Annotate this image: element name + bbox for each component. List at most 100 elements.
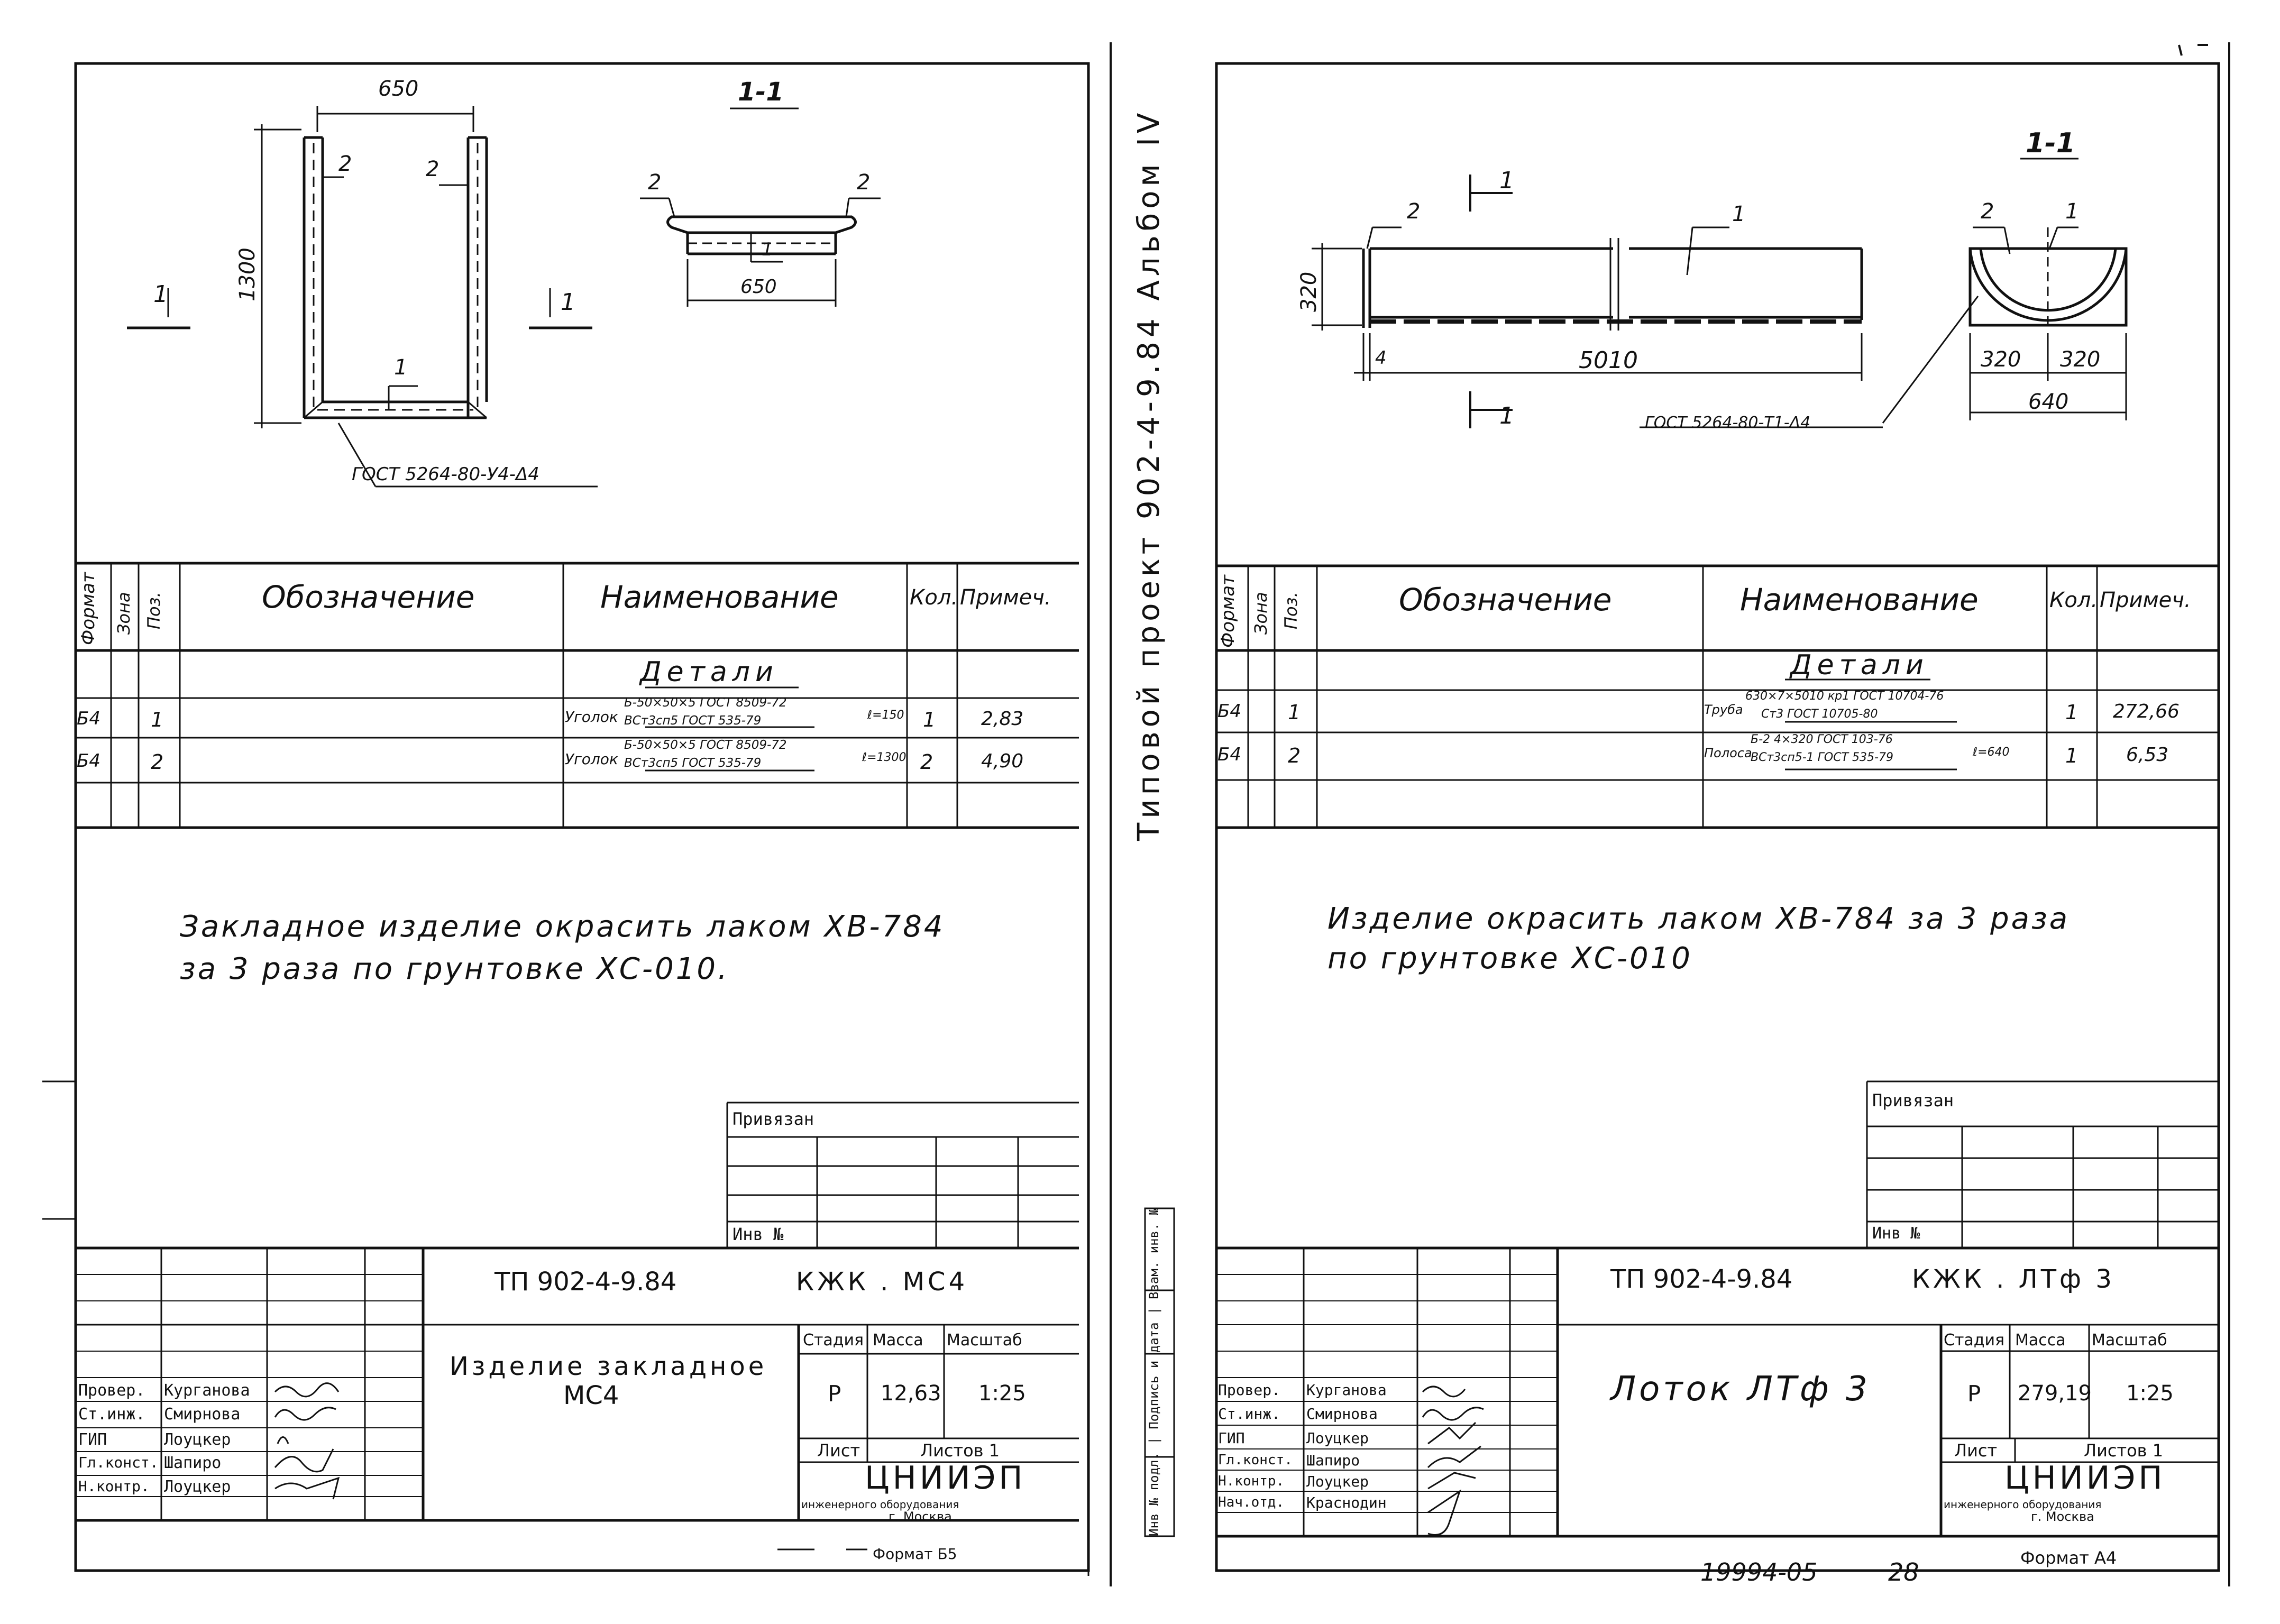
row2-name-prefix: Уголок: [565, 750, 618, 768]
row1-qty: 1: [2065, 701, 2078, 724]
row2-pos: 2: [151, 750, 164, 774]
staff-name: Курганова: [1306, 1381, 1387, 1399]
dim-r2: 320: [2060, 347, 2101, 372]
row2-qty: 1: [2065, 744, 2078, 767]
sheet-label: Лист: [1954, 1441, 1998, 1461]
row2-name-top: Б-2 4×320 ГОСТ 103-76: [1751, 733, 1893, 746]
org-sub-2: г. Москва: [889, 1509, 952, 1524]
row1-name-bottom: Ст3 ГОСТ 10705-80: [1761, 708, 1878, 721]
sheet-label: Лист: [817, 1441, 860, 1461]
row2-pos: 2: [1288, 744, 1301, 767]
staff-role: ГИП: [1218, 1429, 1245, 1447]
staff-role: Н.контр.: [78, 1478, 150, 1495]
title-line-2: МС4: [563, 1381, 619, 1410]
row2-note: 6,53: [2126, 744, 2169, 766]
section-label: 1-1: [2026, 127, 2075, 159]
scale-label: Масштаб: [947, 1331, 1022, 1350]
row1-name-bottom: ВСт3сп5 ГОСТ 535-79: [624, 714, 762, 728]
row1-note: 2,83: [981, 708, 1024, 730]
hdr-note: Примеч.: [960, 585, 1051, 610]
left-sheet-frame: [74, 62, 1090, 1572]
cut-marker-top: 1: [1499, 167, 1514, 194]
format-label: Формат Б5: [873, 1545, 957, 1563]
section-details: Детали: [640, 656, 779, 688]
staff-name: Лоуцкер: [164, 1430, 231, 1449]
hdr-pos: Поз.: [1281, 592, 1301, 629]
doc-code: ТП 902-4-9.84: [495, 1267, 677, 1297]
row1-name-prefix: Уголок: [565, 708, 618, 726]
title-line-1: Лоток ЛТф 3: [1610, 1370, 1871, 1409]
doc-code: ТП 902-4-9.84: [1610, 1264, 1793, 1294]
hdr-format: Формат: [78, 572, 99, 645]
privyazan-label: Привязан: [1872, 1090, 1954, 1111]
stage-value: Р: [828, 1381, 841, 1407]
row2-name-bottom: ВСт3сп5-1 ГОСТ 535-79: [1751, 751, 1893, 764]
row2-name-suffix: ℓ=640: [1973, 746, 2010, 759]
org-sub-1: инженерного оборудования: [1944, 1498, 2102, 1511]
row2-name-suffix: ℓ=1300: [862, 751, 906, 764]
row2-name-bottom: ВСт3сп5 ГОСТ 535-79: [624, 756, 762, 770]
row2-format: Б4: [1217, 744, 1241, 765]
leader-label: 1: [394, 355, 408, 380]
cut-marker-right: 1: [561, 289, 575, 316]
staff-name: Лоуцкер: [164, 1478, 231, 1496]
scale-value: 1:25: [978, 1381, 1026, 1406]
hdr-zone: Зона: [114, 592, 134, 635]
stage-label: Стадия: [803, 1331, 864, 1350]
staff-role: Гл.конст.: [1218, 1452, 1293, 1468]
row1-qty: 1: [923, 708, 936, 731]
side-stamp-text: Инв № подл. | Подпись и дата | Взам. инв…: [1147, 1207, 1161, 1536]
row1-pos: 1: [151, 708, 164, 731]
staff-name: Краснодин: [1306, 1494, 1387, 1511]
leader-label: 1: [762, 239, 773, 260]
privyazan-label: Привязан: [732, 1109, 814, 1129]
stage-value: Р: [1967, 1381, 1981, 1407]
row1-pos: 1: [1288, 701, 1301, 724]
gost-note: ГОСТ 5264-80-Т1-Δ4: [1645, 414, 1811, 432]
archive-number: 19994-05: [1700, 1558, 1818, 1586]
hdr-note: Примеч.: [2100, 588, 2191, 612]
format-label: Формат А4: [2020, 1548, 2117, 1568]
staff-name: Курганова: [164, 1381, 250, 1400]
row1-name-suffix: ℓ=150: [867, 709, 904, 722]
leader-label: 2: [1407, 199, 1421, 224]
row1-name-top: 630×7×5010 кр1 ГОСТ 10704-76: [1745, 690, 1944, 703]
note-line-2: за 3 раза по грунтовке ХС-010.: [180, 952, 729, 986]
leader-label: 1: [1732, 202, 1746, 226]
sheets-label: Листов 1: [920, 1441, 1000, 1461]
cut-marker-bottom: 1: [1499, 402, 1514, 429]
side-margin-text: Типовой проект 902-4-9.84 Альбом IV: [1132, 108, 1166, 841]
leader-label: 2: [648, 170, 662, 195]
row1-name-prefix: Труба: [1704, 702, 1743, 717]
doc-mark: КЖК . ЛТф 3: [1912, 1264, 2115, 1294]
staff-role: Провер.: [78, 1381, 145, 1400]
dim-width-section: 650: [740, 276, 777, 298]
signatures: [274, 1382, 1484, 1536]
stage-label: Стадия: [1944, 1331, 2005, 1350]
title-line-1: Изделие закладное: [450, 1352, 767, 1381]
hdr-qty: Кол.: [910, 585, 958, 610]
note-line-2: по грунтовке ХС-010: [1327, 941, 1692, 976]
row2-note: 4,90: [981, 750, 1024, 772]
page-number: 28: [1888, 1558, 1919, 1586]
dim-height: 320: [1297, 271, 1321, 312]
staff-role: Ст.инж.: [78, 1405, 145, 1424]
dim-height: 1300: [235, 247, 260, 301]
note-line-1: Закладное изделие окрасить лаком ХВ-784: [180, 910, 945, 944]
note-line-1: Изделие окрасить лаком ХВ-784 за 3 раза: [1327, 902, 2070, 936]
row1-format: Б4: [1217, 701, 1241, 722]
hdr-format: Формат: [1217, 575, 1239, 648]
cut-marker-left: 1: [153, 281, 168, 308]
leader-label: 2: [426, 157, 439, 181]
row1-format: Б4: [77, 708, 100, 729]
mass-label: Масса: [873, 1331, 923, 1350]
staff-role: ГИП: [78, 1430, 107, 1449]
row1-note: 272,66: [2113, 701, 2180, 722]
org-sub-2: г. Москва: [2031, 1509, 2094, 1524]
staff-role: Ст.инж.: [1218, 1405, 1281, 1423]
leader-label: 2: [1981, 199, 1994, 224]
mass-value: 279,19: [2018, 1381, 2092, 1406]
leader-label: 2: [338, 152, 352, 176]
dim-r1: 320: [1981, 347, 2021, 372]
